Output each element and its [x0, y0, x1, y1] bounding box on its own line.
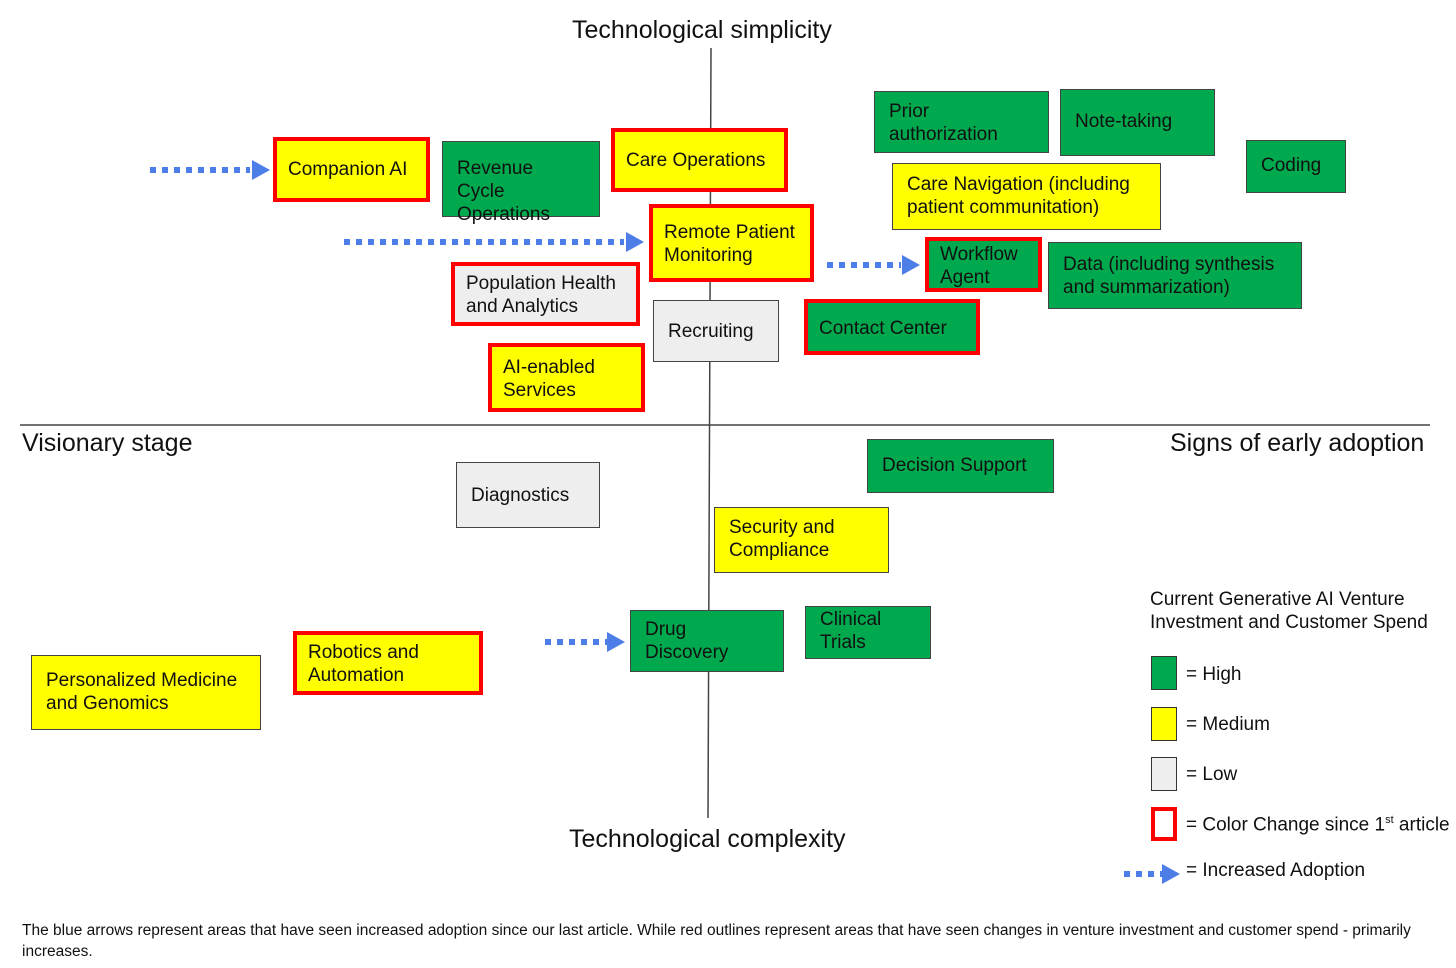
legend-title: Current Generative AI Venture Investment…: [1150, 589, 1428, 633]
box-care-operations: Care Operations: [611, 128, 788, 192]
increased-adoption-arrow: [545, 630, 625, 654]
box-workflow-agent: Workflow Agent: [925, 237, 1042, 292]
legend-label-changed-sup: st: [1385, 814, 1394, 826]
legend-swatch-low: [1151, 757, 1177, 791]
box-data-synthesis: Data (including synthesis and summarizat…: [1048, 242, 1302, 309]
legend-label-medium: = Medium: [1186, 714, 1270, 735]
box-robotics-automation: Robotics and Automation: [293, 631, 483, 695]
box-contact-center: Contact Center: [804, 299, 980, 355]
box-revenue-cycle: Revenue Cycle Operations: [442, 141, 600, 225]
box-personalized-medicine: Personalized Medicine and Genomics: [31, 655, 261, 730]
axis-label-right: Signs of early adoption: [1170, 429, 1425, 457]
box-decision-support: Decision Support: [867, 439, 1054, 493]
box-security-compliance: Security and Compliance: [714, 507, 889, 573]
box-prior-authorization: Prior authorization: [874, 91, 1049, 153]
legend-arrow-icon: [1124, 862, 1180, 886]
footnote: The blue arrows represent areas that hav…: [22, 922, 1411, 960]
legend-swatch-high: [1151, 656, 1177, 690]
box-note-taking: Note-taking: [1060, 89, 1215, 156]
increased-adoption-arrow: [827, 253, 920, 277]
legend-swatch-changed: [1151, 807, 1177, 841]
legend-label-changed: = Color Change since 1st article: [1186, 814, 1450, 836]
legend-label-changed-main: = Color Change since 1: [1186, 814, 1386, 836]
box-ai-enabled-services: AI-enabled Services: [488, 343, 645, 412]
increased-adoption-arrow: [150, 158, 270, 182]
axis-label-bottom: Technological complexity: [569, 825, 846, 853]
box-recruiting: Recruiting: [653, 300, 779, 362]
box-care-navigation: Care Navigation (including patient commu…: [892, 163, 1161, 230]
axis-label-top: Technological simplicity: [572, 16, 832, 44]
box-diagnostics: Diagnostics: [456, 462, 600, 528]
box-remote-patient-monitoring: Remote Patient Monitoring: [649, 204, 814, 282]
box-drug-discovery: Drug Discovery: [630, 610, 784, 672]
legend-label-arrow: = Increased Adoption: [1186, 860, 1366, 881]
legend-swatch-medium: [1151, 707, 1177, 741]
box-clinical-trials: Clinical Trials: [805, 606, 931, 659]
increased-adoption-arrow: [344, 230, 644, 254]
axis-label-left: Visionary stage: [22, 429, 193, 457]
box-coding: Coding: [1246, 140, 1346, 193]
box-population-health: Population Health and Analytics: [451, 262, 640, 326]
legend-label-high: = High: [1186, 664, 1242, 685]
legend-label-low: = Low: [1186, 764, 1238, 785]
legend-label-changed-suffix: article: [1393, 814, 1450, 836]
box-companion-ai: Companion AI: [273, 137, 430, 202]
